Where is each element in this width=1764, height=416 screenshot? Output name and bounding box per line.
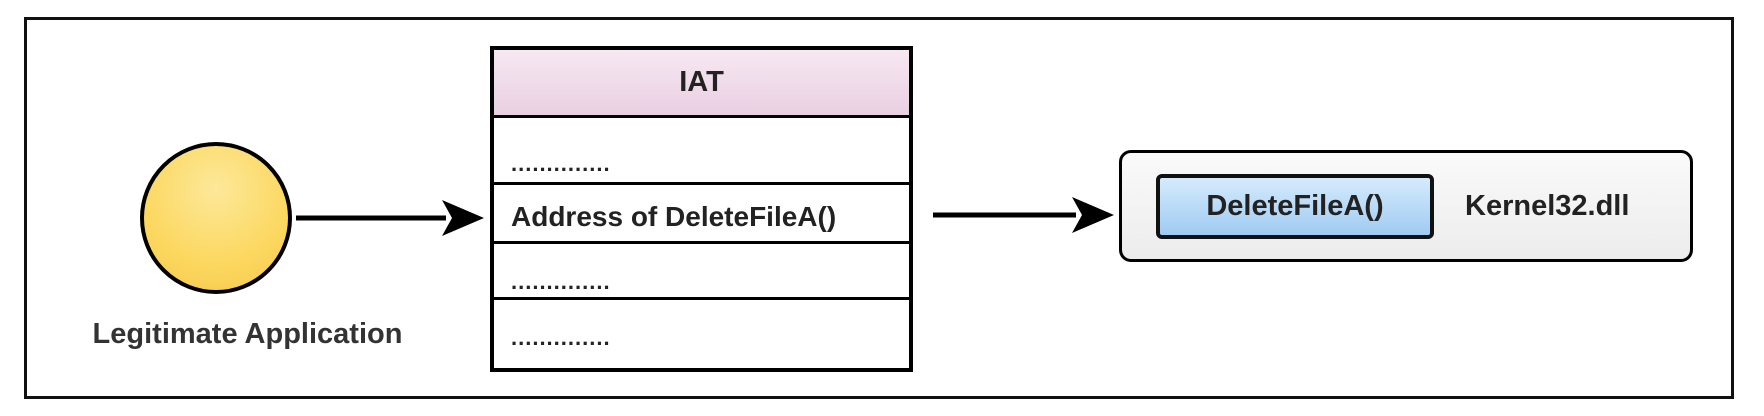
dll-name-label: Kernel32.dll: [1465, 189, 1630, 222]
iat-table: IAT .............. Address of DeleteFile…: [490, 46, 913, 372]
application-circle: [140, 142, 292, 294]
deletefilea-function-box: DeleteFileA(): [1156, 174, 1434, 239]
arrow-iat-to-dll: [933, 197, 1114, 233]
iat-row-deletefilea-address: Address of DeleteFileA(): [511, 201, 837, 232]
arrow-app-to-iat: [296, 200, 484, 236]
kernel32-dll-box: DeleteFileA() Kernel32.dll: [1119, 150, 1693, 262]
iat-row-3: ..............: [511, 269, 611, 294]
application-label: Legitimate Application: [92, 318, 403, 350]
iat-row-1: ..............: [511, 151, 611, 176]
iat-row-divider: [494, 297, 909, 300]
iat-row-4: ..............: [511, 325, 611, 350]
iat-row-divider: [494, 182, 909, 185]
iat-row-divider: [494, 241, 909, 244]
iat-title: IAT: [494, 50, 909, 118]
